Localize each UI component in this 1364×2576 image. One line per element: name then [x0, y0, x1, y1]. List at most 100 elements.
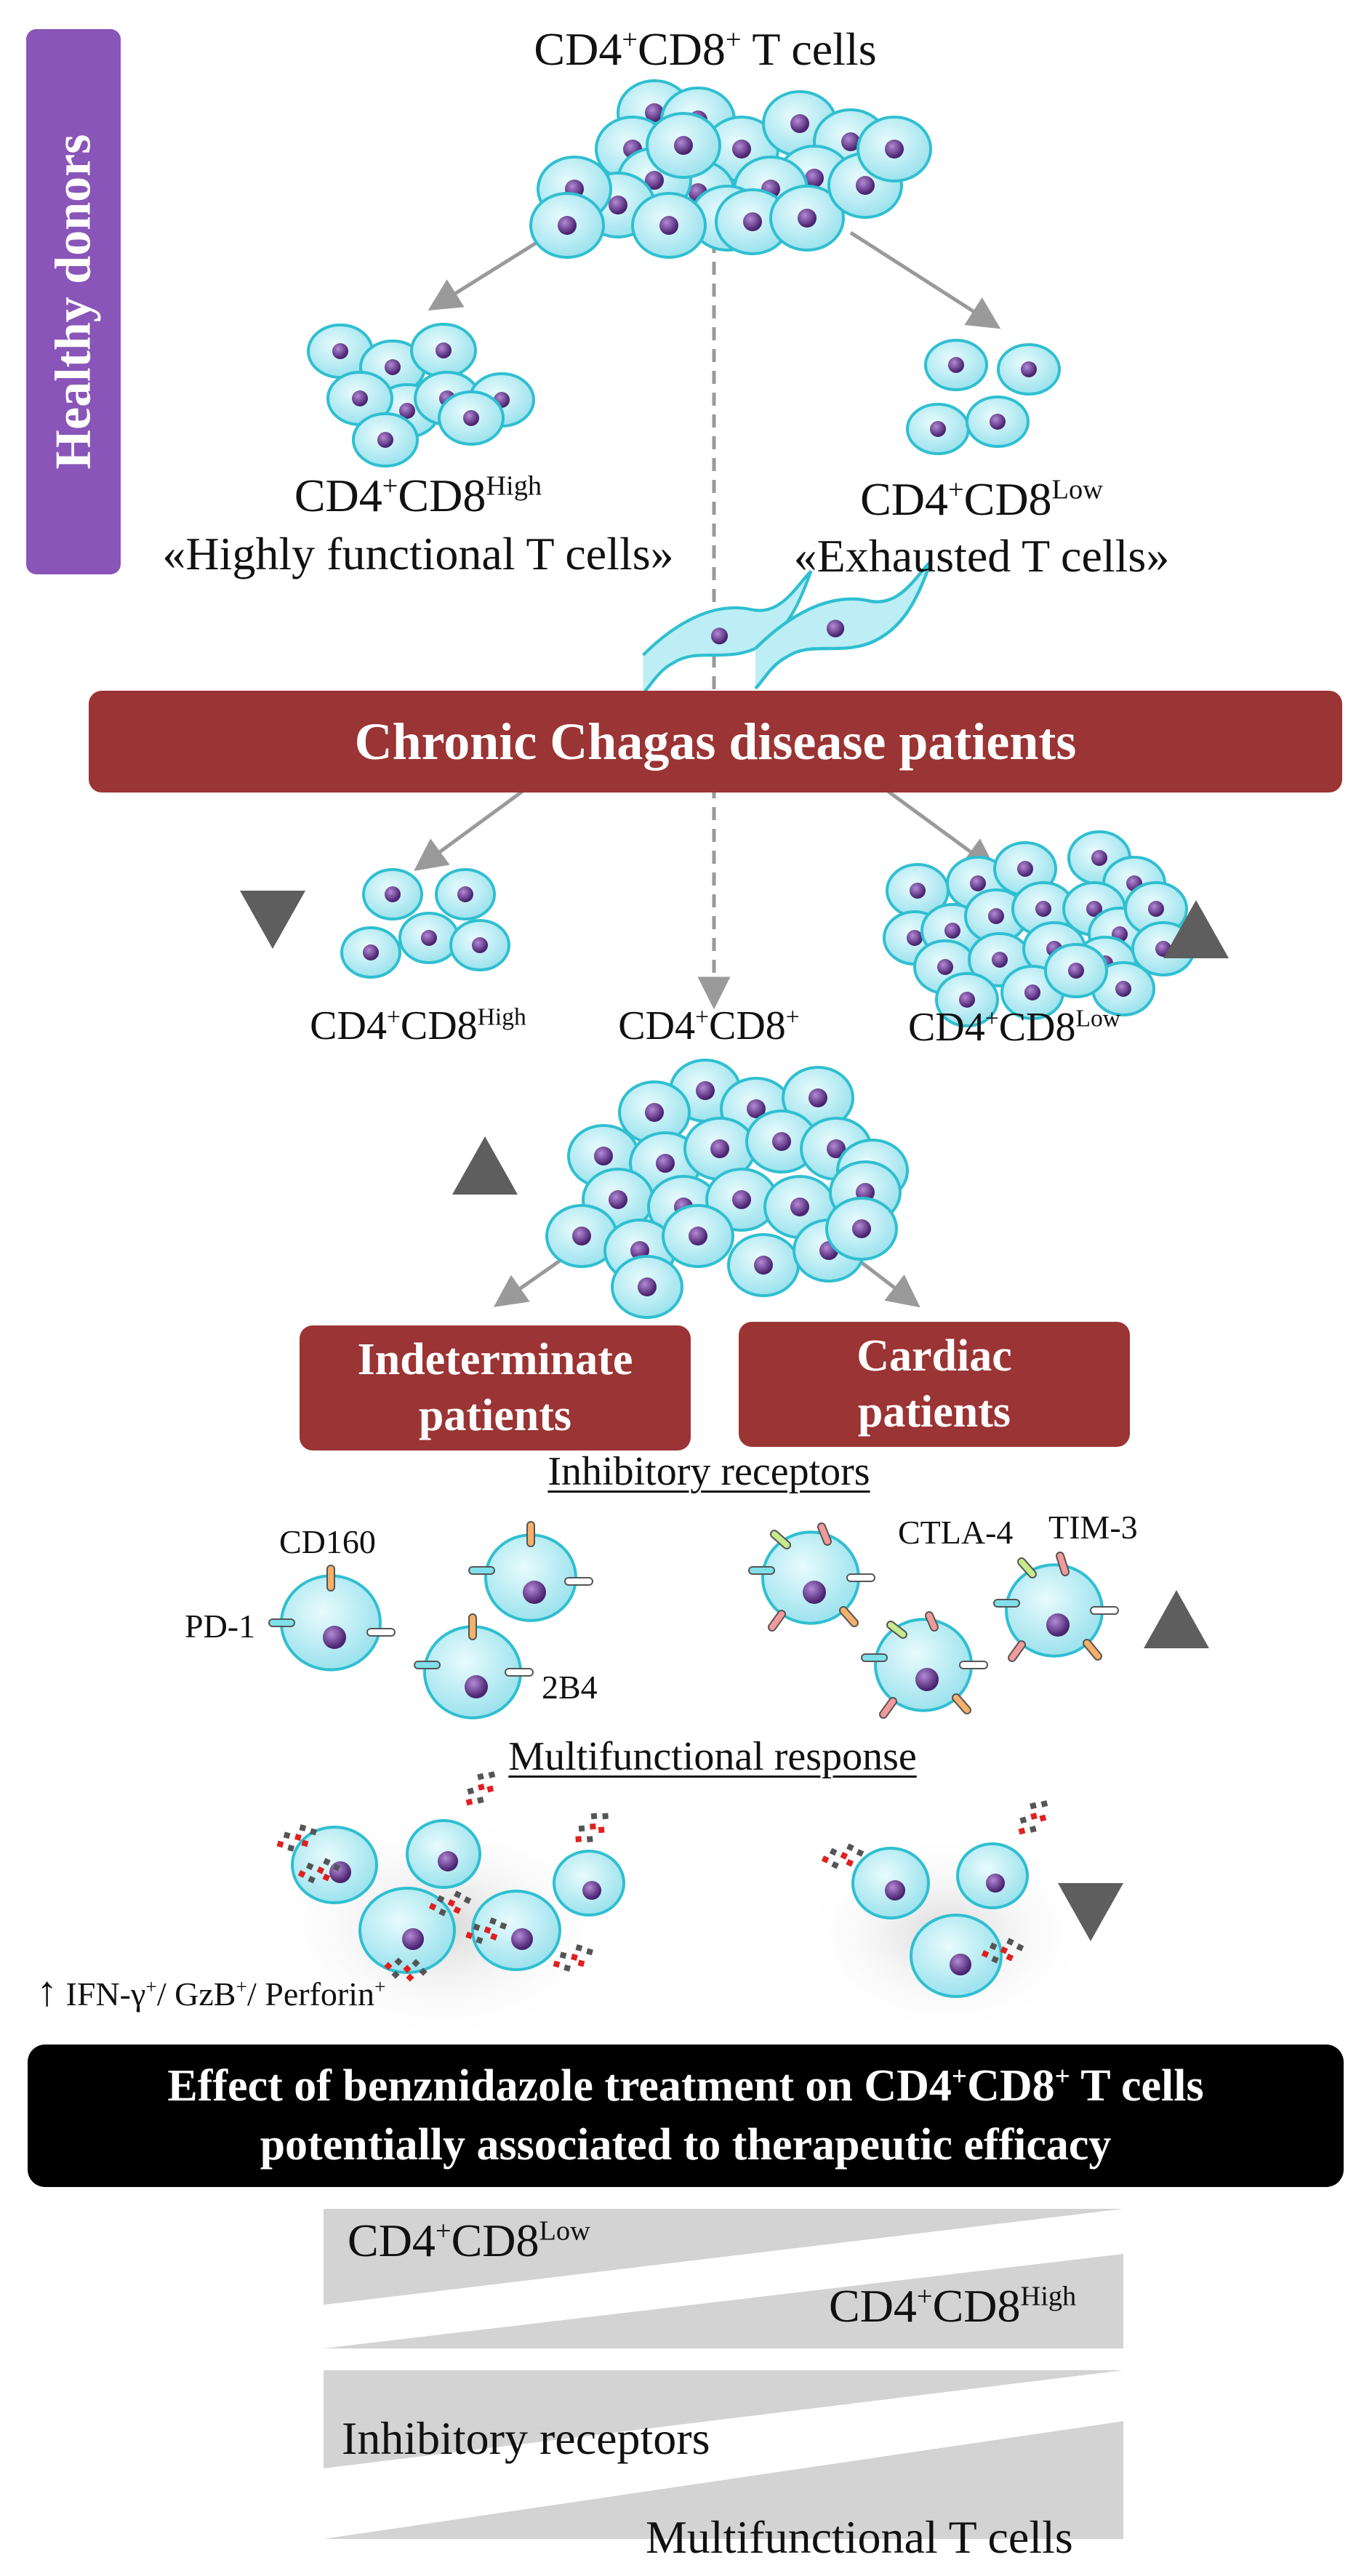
cell-icon	[362, 868, 423, 920]
tim3-receptor-icon-fill	[880, 1698, 896, 1717]
arrow-patients-low	[878, 783, 997, 871]
cell-icon	[435, 868, 496, 920]
trypanosome-body	[754, 559, 934, 690]
ctla4-receptor-icon-fill	[888, 1622, 906, 1637]
cytokine-dot	[287, 1844, 295, 1852]
tim3-receptor-icon-fill	[769, 1611, 785, 1630]
trypanosome-nucleus	[710, 627, 729, 645]
cytokine-dot	[473, 1923, 481, 1931]
cytokine-dot	[299, 1824, 307, 1831]
cytokine-dot	[586, 1948, 593, 1956]
cytokine-dot	[1000, 1946, 1008, 1954]
cell-icon	[761, 1530, 860, 1625]
healthy-donors-label: Healthy donors	[26, 29, 121, 574]
cytokine-dot	[578, 1825, 585, 1832]
cytokine-dot	[590, 1823, 596, 1830]
up-arrow-icon: ↑	[36, 1967, 57, 2015]
cell-nucleus	[959, 992, 975, 1008]
cytokine-dot	[310, 1828, 317, 1836]
benznidazole-effect-banner: Effect of benznidazole treatment on CD4+…	[28, 2045, 1344, 2187]
cell-nucleus	[1115, 981, 1131, 997]
cytokine-dot	[1040, 1800, 1048, 1807]
cytokine-dot	[1030, 1802, 1037, 1810]
cell-icon	[358, 1887, 456, 1974]
cytokine-dot	[436, 1895, 445, 1903]
cell-nucleus	[937, 959, 953, 975]
cell-icon	[1005, 1563, 1104, 1658]
cytokine-dot	[571, 1954, 578, 1961]
cell-icon	[935, 972, 999, 1027]
cell-nucleus	[385, 359, 401, 375]
cytokine-dot	[283, 1831, 291, 1839]
cell-icon	[924, 339, 988, 391]
cytokine-dot	[465, 1798, 473, 1806]
cytokine-dot	[301, 1839, 309, 1847]
cell-icon	[553, 1850, 625, 1917]
cell-icon	[727, 1233, 800, 1297]
cytokine-dot	[323, 1858, 331, 1866]
up-triangle-icon	[1163, 900, 1229, 958]
cell-icon	[769, 185, 845, 252]
cell-nucleus	[809, 1088, 827, 1107]
cytokine-dot	[484, 1926, 492, 1934]
cardiac-patients-box: Cardiac patients	[739, 1322, 1130, 1447]
arrow-to-low	[849, 230, 1001, 329]
cell-icon	[438, 390, 505, 446]
cytokine-dot	[476, 1936, 484, 1944]
cell-nucleus	[645, 1103, 664, 1122]
cell-nucleus	[948, 357, 964, 373]
cell-nucleus	[659, 216, 678, 235]
cytokine-dot	[575, 1944, 583, 1951]
cytokine-dot	[586, 1836, 593, 1842]
arrow-to-high	[428, 230, 554, 311]
cell-nucleus	[696, 1081, 715, 1100]
wedge1-bottom	[324, 2254, 1123, 2348]
effect-line1: Effect of benznidazole treatment on CD4+…	[167, 2061, 1204, 2111]
tim3-receptor-icon-fill	[1009, 1642, 1024, 1661]
cell-nucleus	[743, 212, 762, 231]
ctla4-label: CTLA-4	[898, 1514, 1014, 1551]
indeterminate-line2: patients	[418, 1391, 572, 1440]
cytokine-dot	[1029, 1825, 1037, 1833]
wedge2-bottom	[324, 2421, 1123, 2539]
up-triangle-icon	[1144, 1590, 1209, 1648]
wedge2-top-label: Inhibitory receptors	[342, 2412, 710, 2464]
arrow-patients-high	[414, 783, 532, 871]
cytokine-dot	[477, 1773, 484, 1781]
cell-nucleus	[332, 343, 348, 359]
down-triangle-icon	[240, 891, 305, 949]
cell-nucleus	[841, 132, 860, 151]
cell-icon	[856, 116, 932, 182]
trypanosome-nucleus	[826, 619, 845, 638]
cell-icon	[398, 912, 460, 964]
patients-cd8-plus-label: CD4+CD8+	[618, 1003, 800, 1048]
cytokine-dot	[478, 1783, 485, 1791]
cell-nucleus	[754, 1256, 773, 1275]
cardiac-line1: Cardiac	[856, 1331, 1012, 1381]
cell-nucleus	[990, 414, 1006, 430]
indeterminate-line1: Indeterminate	[357, 1334, 633, 1384]
cytokine-dot	[467, 1787, 475, 1795]
cell-nucleus	[747, 1099, 766, 1118]
cardiac-line2: patients	[857, 1387, 1011, 1437]
cell-nucleus	[790, 114, 809, 133]
tim3-label: TIM-3	[1048, 1509, 1138, 1546]
cell-icon	[484, 1533, 577, 1622]
cell-icon	[906, 403, 970, 455]
cell-icon	[886, 863, 950, 918]
tim3-receptor-icon-fill	[926, 1613, 937, 1630]
cytokine-dot	[486, 1785, 494, 1793]
cell-icon	[471, 1890, 561, 1971]
trypanosome-icon	[641, 570, 813, 694]
cytokine-dot	[1039, 1814, 1047, 1822]
cytokine-icon	[276, 1824, 317, 1852]
cell-nucleus	[1068, 963, 1084, 979]
cell-nucleus	[852, 1219, 871, 1238]
cytokine-dot	[1006, 1953, 1014, 1962]
cytokine-dot	[563, 1964, 571, 1972]
cell-nucleus	[1148, 901, 1164, 917]
cell-nucleus	[1021, 361, 1037, 377]
cytokine-dot	[316, 1866, 325, 1874]
wedge1-bottom-label: CD4+CD8High	[829, 2280, 1077, 2332]
cell-nucleus	[1086, 901, 1102, 917]
